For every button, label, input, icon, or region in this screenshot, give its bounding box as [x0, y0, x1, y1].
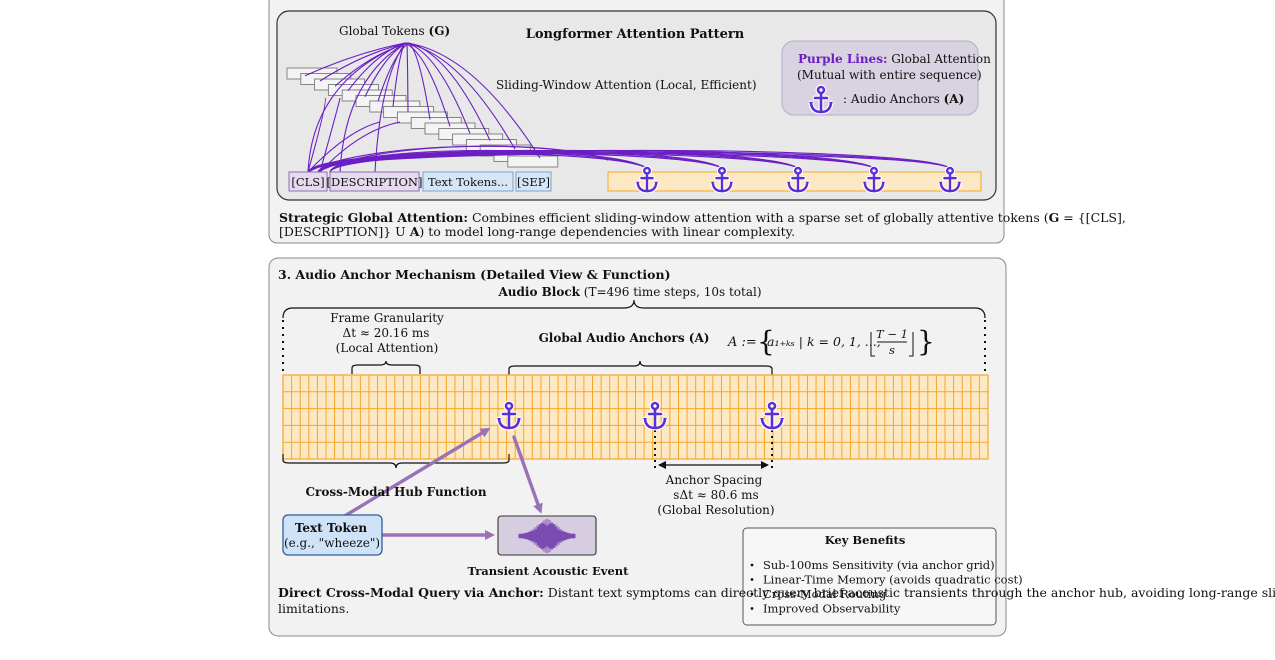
legend-purple-lines: Purple Lines: Global Attention	[798, 52, 991, 66]
sliding-window-label: Sliding-Window Attention (Local, Efficie…	[496, 78, 757, 92]
global-attention-line	[307, 42, 406, 173]
key-benefits-box: Key Benefits Sub-100ms Sensitivity (via …	[742, 527, 1023, 626]
bullet	[750, 563, 754, 567]
top-caption-line2: [DESCRIPTION]} U A) to model long-range …	[279, 224, 795, 239]
anchor-formula: A := { a₁₊ₖₛ | k = 0, 1, ..., T − 1 s }	[727, 325, 935, 358]
key-benefits-title: Key Benefits	[825, 533, 906, 547]
global-attention-line	[317, 145, 609, 173]
bullet	[750, 578, 754, 581]
query-arrow	[341, 427, 491, 519]
global-attention-line	[404, 42, 516, 150]
cls-token-label: [CLS]	[291, 175, 324, 189]
bullet	[750, 592, 754, 596]
token-row: [CLS] [DESCRIPTION] Text Tokens... [SEP]	[288, 171, 982, 192]
global-attention-line	[406, 42, 409, 112]
frame-granularity-label: Frame Granularity	[330, 311, 444, 325]
legend-anchor-text: : Audio Anchors (A)	[843, 92, 964, 106]
sep-token-label: [SEP]	[517, 175, 550, 189]
sep-token	[515, 171, 552, 192]
text-token-title: Text Token	[295, 521, 368, 535]
global-attention-line	[319, 97, 341, 173]
attention-pattern-title: Longformer Attention Pattern	[526, 27, 745, 42]
legend-mutual-text: (Mutual with entire sequence)	[797, 68, 982, 82]
section-title: 3. Audio Anchor Mechanism (Detailed View…	[278, 267, 671, 282]
bullet	[750, 607, 754, 610]
audio-block-brace	[282, 299, 986, 319]
audio-block-label: Audio Block (T=496 time steps, 10s total…	[497, 285, 761, 299]
legend: Purple Lines: Global Attention (Mutual w…	[781, 40, 991, 116]
waveform-icon	[518, 519, 576, 553]
benefit-item: Sub-100ms Sensitivity (via anchor grid)	[763, 558, 995, 572]
text-token-box	[282, 514, 383, 556]
hub-function-label: Cross-Modal Hub Function	[305, 485, 486, 499]
svg-text:a₁₊ₖₛ | k = 0, 1, ...,: a₁₊ₖₛ | k = 0, 1, ...,	[767, 334, 881, 349]
anchor-to-event-arrow	[512, 435, 543, 514]
audio-token-strip	[607, 171, 982, 192]
svg-text:{: {	[757, 325, 775, 358]
text-tokens-label: Text Tokens...	[428, 175, 508, 189]
top-caption-line1: Strategic Global Attention: Combines eff…	[279, 210, 1126, 225]
global-attention-line	[404, 42, 451, 127]
svg-text:}: }	[917, 325, 935, 358]
frame-local-label: (Local Attention)	[336, 341, 439, 355]
bottom-caption-line2: limitations.	[278, 601, 349, 616]
bottom-caption-line1: Direct Cross-Modal Query via Anchor: Dis…	[278, 585, 1275, 600]
global-attention-line	[304, 42, 406, 77]
top-panel: Longformer Attention Pattern Global Toke…	[268, 0, 1126, 244]
global-anchors-brace	[508, 360, 773, 375]
frame-brace	[351, 360, 421, 374]
anchor-spacing-label: Anchor Spacing	[665, 473, 763, 487]
global-anchors-label: Global Audio Anchors (A)	[539, 331, 710, 345]
global-attention-line	[307, 97, 326, 173]
frame-dt-label: Δt ≈ 20.16 ms	[343, 326, 430, 340]
global-attention-line	[307, 121, 381, 173]
benefit-item: Cross-Modal Routing	[763, 587, 887, 601]
hub-brace	[282, 454, 510, 469]
global-attention-line	[329, 149, 951, 173]
global-tokens-label: Global Tokens (G)	[339, 24, 450, 38]
description-token-label: [DESCRIPTION]	[327, 175, 423, 189]
text-tokens	[422, 171, 514, 192]
svg-text:T − 1: T − 1	[876, 327, 908, 341]
sliding-window-boxes	[286, 67, 559, 168]
transient-event-label: Transient Acoustic Event	[468, 564, 630, 578]
global-attention-line	[374, 42, 406, 173]
global-attention-lines	[304, 42, 951, 173]
global-attention-line	[317, 151, 951, 173]
benefit-item: Improved Observability	[763, 602, 901, 616]
global-attention-line	[406, 42, 541, 159]
bottom-panel: 3. Audio Anchor Mechanism (Detailed View…	[268, 257, 1275, 637]
svg-text:s: s	[889, 343, 895, 357]
svg-text:A :=: A :=	[727, 335, 757, 350]
anchor-spacing-value: sΔt ≈ 80.6 ms	[673, 488, 758, 502]
benefit-item: Linear-Time Memory (avoids quadratic cos…	[763, 573, 1023, 587]
global-attention-line	[406, 42, 471, 134]
window-box	[507, 155, 559, 168]
audio-frame-grid	[282, 374, 989, 460]
anchor-spacing-resolution: (Global Resolution)	[657, 503, 774, 517]
text-token-example: (e.g., "wheeze")	[284, 536, 380, 550]
global-attention-line	[408, 42, 431, 120]
cross-modal-arrows	[341, 427, 543, 540]
description-token	[329, 171, 420, 192]
cls-token	[288, 171, 328, 192]
global-attention-line	[377, 42, 410, 102]
